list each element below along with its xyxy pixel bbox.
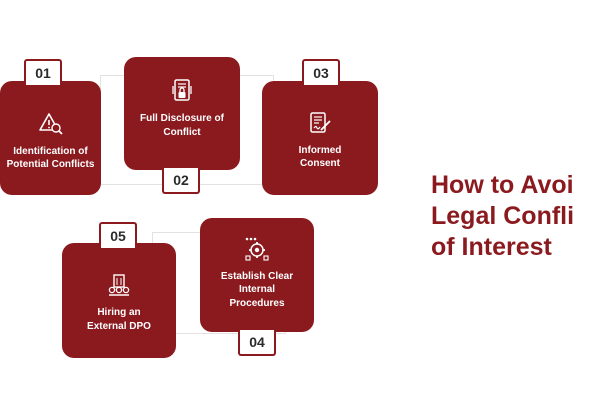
title-line: Legal Confli (431, 202, 575, 230)
title-line: of Interest (431, 233, 552, 261)
locked-document-icon (172, 79, 192, 101)
step-card-04: Establish Clear Internal Procedures (200, 218, 314, 332)
step-card-03: Informed Consent (262, 81, 378, 195)
process-gear-icon (245, 237, 269, 261)
step-label: Identification of Potential Conflicts (6, 145, 95, 171)
step-label: Hiring an External DPO (87, 307, 151, 332)
step-number-02: 02 (162, 168, 200, 194)
step-number-01: 01 (24, 59, 62, 85)
signed-document-icon (310, 111, 331, 133)
step-card-05: Hiring an External DPO (62, 243, 176, 358)
step-number-04: 04 (238, 330, 276, 356)
step-card-02: Full Disclosure of Conflict (124, 57, 240, 170)
step-number-03: 03 (302, 59, 340, 85)
warning-magnifier-icon (38, 112, 63, 135)
page-title: How to Avoi Legal Confli of Interest (431, 170, 600, 263)
step-label: Full Disclosure of Conflict (140, 113, 224, 138)
step-label: Informed Consent (298, 144, 342, 170)
building-coins-icon (108, 274, 130, 296)
step-number-05: 05 (99, 222, 137, 248)
step-card-01: Identification of Potential Conflicts (0, 81, 101, 195)
title-line: How to Avoi (431, 171, 574, 199)
step-label: Establish Clear Internal Procedures (220, 270, 294, 309)
